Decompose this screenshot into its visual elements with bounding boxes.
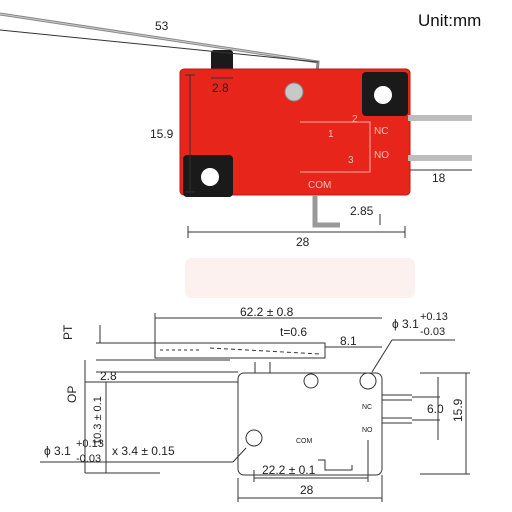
dim-slot: x 3.4 ± 0.15 (112, 444, 175, 458)
unit-label: Unit:mm (418, 11, 481, 30)
dim-bottom-hole: ϕ 3.1 (44, 444, 71, 458)
drawing-label-nc: NC (362, 404, 372, 411)
photo-dimensions (0, 29, 472, 238)
switch-photo: 2 NC 1 3 NO COM (0, 12, 472, 298)
drawing-label-com: COM (296, 438, 313, 445)
dim-bottom-hole-tol-plus: +0.13 (76, 438, 104, 450)
mark-pin3: 3 (348, 155, 354, 166)
mark-pin1: 1 (328, 129, 334, 140)
drawing-body (237, 372, 383, 476)
drawing-label-no: NO (362, 427, 373, 434)
dim-actuator-width: 2.8 (212, 81, 229, 95)
dim-terminal-pitch: 6.0 (427, 402, 444, 416)
dim-body-height: 15.9 (150, 127, 174, 141)
dim-top-hole: ϕ 3.1 (392, 317, 419, 331)
dim-length: 28 (300, 483, 314, 497)
dim-tip: 8.1 (340, 334, 357, 348)
terminal-nc (408, 115, 472, 121)
dim-bottom-hole-tol-minus: -0.03 (76, 453, 101, 465)
dim-lever-offset: 2.85 (350, 204, 374, 218)
dim-height: 15.9 (451, 398, 465, 422)
dim-op-height: 10.3 ± 0.1 (92, 396, 104, 445)
dim-thickness: t=0.6 (280, 325, 307, 339)
dim-hole-spacing: 22.2 ± 0.1 (262, 463, 316, 477)
dim-offset-left: 2.8 (100, 369, 117, 383)
actuator-plunger (211, 50, 233, 72)
rivet (284, 82, 304, 102)
mark-no: NO (374, 150, 389, 161)
dim-lever-length: 53 (155, 19, 169, 33)
technical-drawing (40, 313, 470, 502)
dim-op: OP (65, 386, 79, 403)
dim-body-length: 28 (296, 235, 310, 249)
terminal-no (408, 155, 472, 161)
dim-overall: 62.2 ± 0.8 (240, 305, 294, 319)
mark-nc: NC (374, 126, 388, 137)
dim-pt: PT (61, 324, 75, 340)
dim-top-hole-tol-plus: +0.13 (420, 311, 448, 323)
mark-pin2: 2 (352, 114, 358, 125)
dim-terminal-length: 18 (432, 171, 446, 185)
switch-body (180, 69, 410, 195)
dim-top-hole-tol-minus: -0.03 (420, 326, 445, 338)
mark-com: COM (308, 180, 331, 191)
